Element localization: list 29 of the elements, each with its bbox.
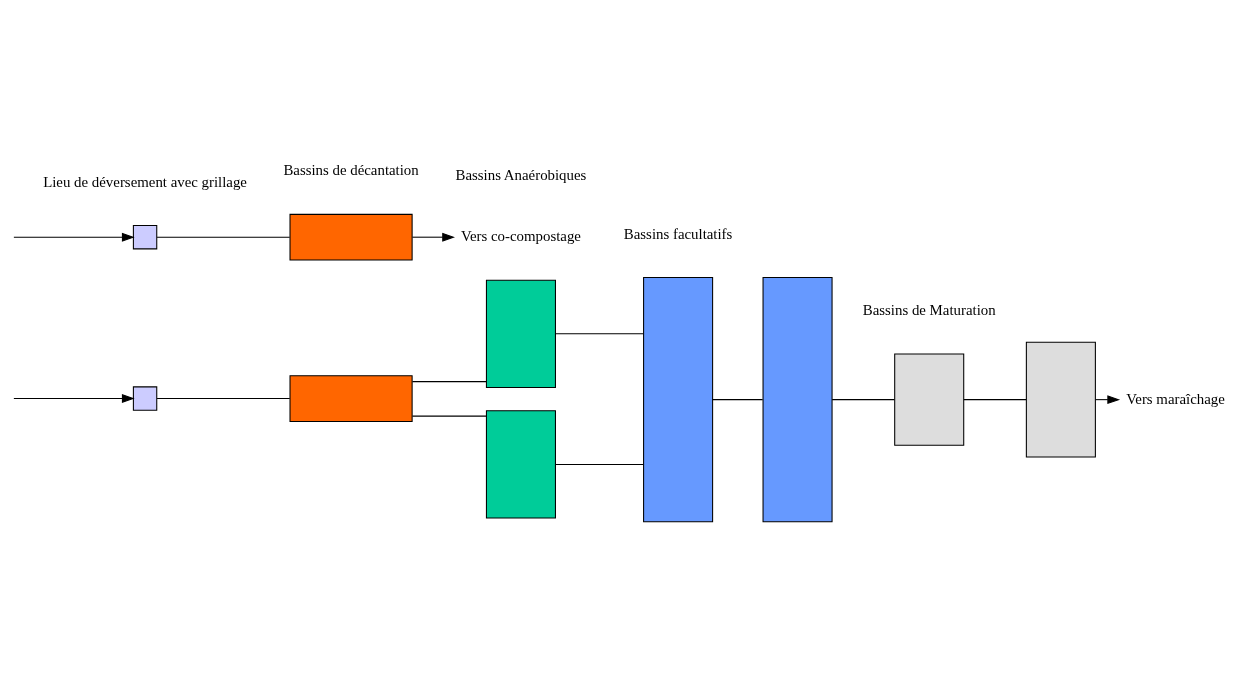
node-box: [485, 279, 556, 388]
connector: [831, 398, 895, 400]
connector: [555, 332, 644, 334]
connector: [156, 397, 291, 399]
label: Bassins facultatifs: [623, 225, 733, 242]
node-box: [132, 385, 158, 411]
connector: [712, 398, 764, 400]
arrow: [13, 393, 135, 403]
arrow: [411, 232, 455, 242]
connector: [411, 380, 487, 382]
connector: [963, 398, 1027, 400]
connector: [411, 415, 487, 417]
label: Bassins de décantation: [283, 161, 419, 178]
arrow: [13, 232, 135, 242]
node-box: [289, 213, 413, 261]
node-box: [485, 409, 556, 519]
connector: [555, 463, 644, 465]
node-box: [1025, 341, 1096, 457]
node-box: [132, 224, 158, 249]
label: Bassins Anaérobiques: [455, 166, 587, 183]
label: Lieu de déversement avec grillage: [43, 173, 247, 190]
node-text: Vers maraîchage: [1126, 390, 1225, 407]
node-box: [289, 374, 413, 422]
node-box: [643, 276, 714, 522]
node-box: [894, 352, 965, 446]
label: Bassins de Maturation: [862, 301, 996, 318]
node-text: Vers co-compostage: [460, 227, 581, 244]
node-box: [762, 276, 833, 522]
connector: [156, 236, 291, 238]
